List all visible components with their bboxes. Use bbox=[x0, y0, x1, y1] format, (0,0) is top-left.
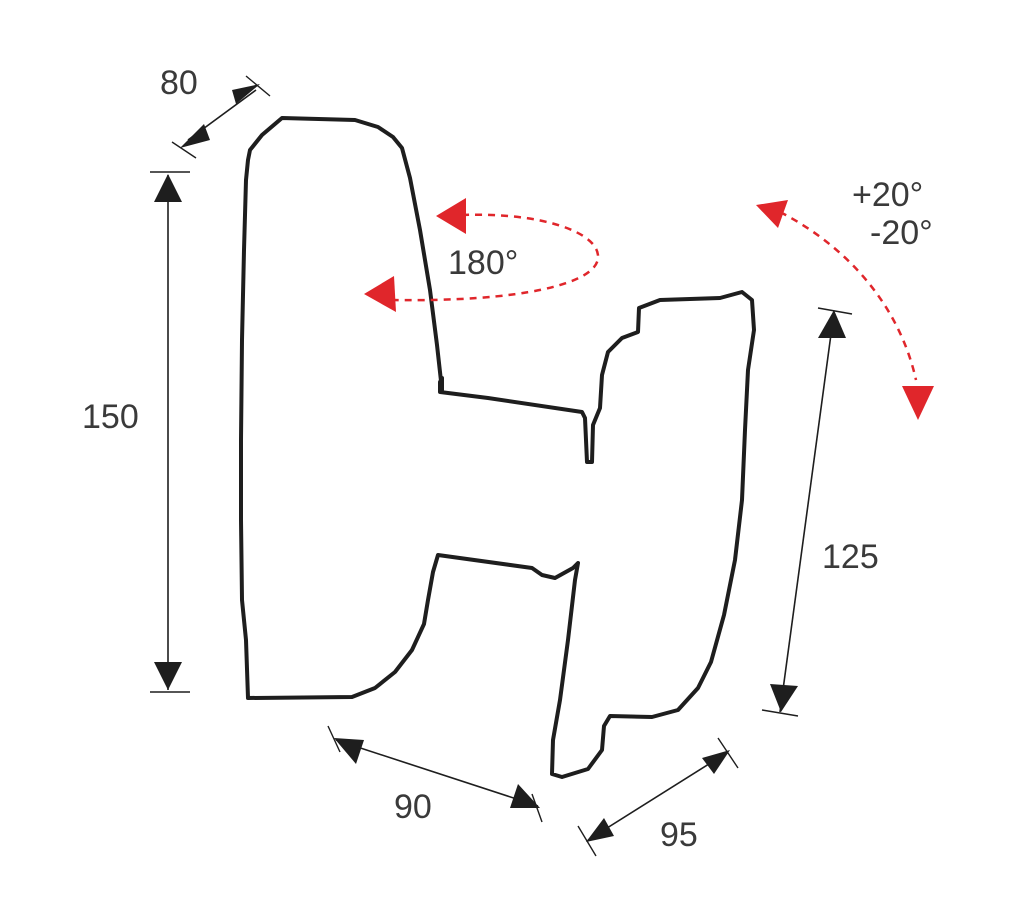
dim-150-arrow-top bbox=[154, 174, 182, 202]
dim-80-label: 80 bbox=[160, 64, 198, 102]
swivel-label: 180° bbox=[448, 244, 518, 282]
dim-80-arrow-a bbox=[180, 124, 210, 148]
dimension-95: 95 bbox=[577, 737, 739, 857]
dim-95-arrow-a bbox=[586, 818, 614, 842]
dim-80-tick-a bbox=[171, 141, 197, 159]
dimension-90: 90 bbox=[327, 725, 543, 826]
tilt-arrow-bottom bbox=[902, 386, 934, 420]
dimension-150: 150 bbox=[82, 171, 190, 693]
tilt-minus-label: -20° bbox=[870, 214, 933, 252]
dim-95-label: 95 bbox=[660, 816, 698, 854]
dim-95-arrow-b bbox=[702, 750, 730, 774]
dim-90-label: 90 bbox=[394, 788, 432, 826]
swivel-arrow-bottom bbox=[364, 276, 396, 312]
swivel-arc bbox=[391, 213, 600, 302]
dim-80-arrow-b bbox=[232, 84, 260, 104]
dim-95-line bbox=[587, 751, 729, 841]
dim-125-line bbox=[779, 311, 835, 713]
dim-90-arrow-b bbox=[510, 784, 540, 808]
dimension-125: 125 bbox=[761, 307, 879, 717]
dim-150-arrow-bottom bbox=[154, 662, 182, 690]
tilt-arrow-top bbox=[756, 200, 788, 228]
dim-150-label: 150 bbox=[82, 398, 139, 436]
dim-125-label: 125 bbox=[822, 538, 879, 576]
tilt-plus-label: +20° bbox=[852, 176, 923, 214]
tilt-20-indicator: +20° -20° bbox=[756, 176, 934, 420]
dim-80-tick-b bbox=[245, 75, 271, 97]
wall-plate-outline bbox=[239, 116, 756, 779]
swivel-arrow-top bbox=[436, 198, 466, 234]
tilt-arc bbox=[779, 210, 918, 381]
dim-125-arrow-bottom bbox=[770, 684, 798, 712]
dim-125-tick-bottom bbox=[761, 709, 799, 717]
dim-90-tick-a bbox=[327, 725, 341, 753]
swivel-180-indicator: 180° bbox=[364, 198, 600, 312]
dimension-80: 80 bbox=[160, 64, 271, 159]
dim-90-arrow-a bbox=[334, 738, 364, 764]
dim-125-tick-top bbox=[817, 307, 853, 315]
dim-90-line bbox=[335, 739, 539, 807]
dim-125-arrow-top bbox=[818, 310, 846, 338]
